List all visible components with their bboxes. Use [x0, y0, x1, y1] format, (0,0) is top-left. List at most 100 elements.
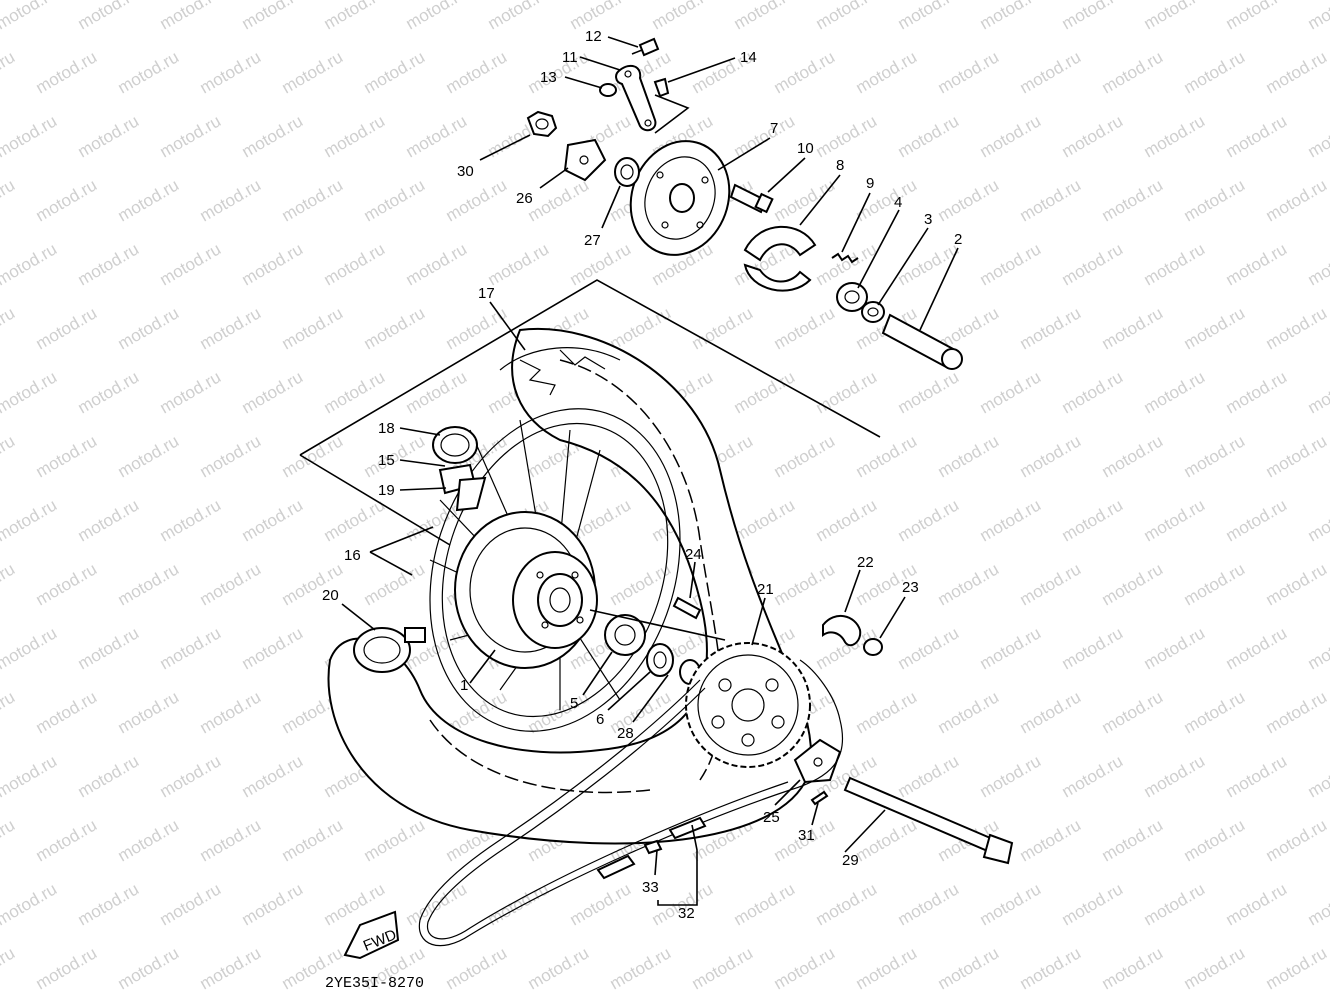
- rim-band: [432, 426, 487, 512]
- watermark-text: motod.ru: [321, 0, 389, 33]
- callout-26: 26: [516, 190, 533, 207]
- watermark-text: motod.ru: [731, 0, 799, 33]
- callout-30: 30: [457, 163, 474, 180]
- callout-5: 5: [570, 695, 578, 712]
- watermark-text: motod.ru: [0, 47, 18, 97]
- watermark-text: motod.ru: [731, 879, 799, 929]
- watermark-text: motod.ru: [1141, 0, 1209, 33]
- watermark-text: motod.ru: [1223, 367, 1291, 417]
- watermark-text: motod.ru: [443, 47, 511, 97]
- watermark-text: motod.ru: [157, 367, 225, 417]
- watermark-text: motod.ru: [1059, 623, 1127, 673]
- watermark-text: motod.ru: [239, 495, 307, 545]
- watermark-text: motod.ru: [0, 687, 18, 737]
- watermark-text: motod.ru: [115, 559, 183, 609]
- watermark-text: motod.ru: [1141, 495, 1209, 545]
- watermark-text: motod.ru: [1305, 623, 1330, 673]
- watermark-text: motod.ru: [1141, 239, 1209, 289]
- watermark-text: motod.ru: [1059, 879, 1127, 929]
- cotter-pin: [810, 790, 829, 806]
- driven-sprocket: [685, 642, 811, 768]
- watermark-text: motod.ru: [157, 879, 225, 929]
- watermark-text: motod.ru: [239, 751, 307, 801]
- watermark-text: motod.ru: [1099, 303, 1167, 353]
- diagram-code: 2YE35I-8270: [325, 975, 424, 992]
- watermark-text: motod.ru: [853, 431, 921, 481]
- callout-27: 27: [584, 232, 601, 249]
- wheel-axle: [843, 776, 1014, 865]
- watermark-text: motod.ru: [33, 47, 101, 97]
- watermark-text: motod.ru: [75, 239, 143, 289]
- watermark-text: motod.ru: [1305, 751, 1330, 801]
- watermark-text: motod.ru: [1263, 303, 1330, 353]
- watermark-text: motod.ru: [567, 879, 635, 929]
- watermark-text: motod.ru: [75, 367, 143, 417]
- watermark-text: motod.ru: [239, 111, 307, 161]
- callout-11: 11: [562, 49, 578, 66]
- callout-12: 12: [585, 28, 602, 45]
- watermark-text: motod.ru: [0, 431, 18, 481]
- watermark-text: motod.ru: [977, 0, 1045, 33]
- lever-nut: [599, 83, 617, 97]
- watermark-text: motod.ru: [1305, 111, 1330, 161]
- watermark-text: motod.ru: [1099, 815, 1167, 865]
- watermark-text: motod.ru: [115, 303, 183, 353]
- watermark-text: motod.ru: [935, 559, 1003, 609]
- watermark-text: motod.ru: [279, 303, 347, 353]
- watermark-text: motod.ru: [1181, 943, 1249, 993]
- watermark-text: motod.ru: [1141, 111, 1209, 161]
- watermark-text: motod.ru: [1223, 111, 1291, 161]
- watermark-text: motod.ru: [1223, 0, 1291, 33]
- watermark-text: motod.ru: [157, 0, 225, 33]
- watermark-text: motod.ru: [115, 687, 183, 737]
- watermark-text: motod.ru: [197, 687, 265, 737]
- watermark-text: motod.ru: [443, 303, 511, 353]
- watermark-text: motod.ru: [1305, 0, 1330, 33]
- watermark-text: motod.ru: [1059, 0, 1127, 33]
- watermark-text: motod.ru: [239, 879, 307, 929]
- lever-bolt: [631, 37, 660, 57]
- watermark-text: motod.ru: [1141, 367, 1209, 417]
- watermark-text: motod.ru: [1017, 47, 1085, 97]
- chain-puller-left: [563, 138, 607, 182]
- watermark-text: motod.ru: [1099, 431, 1167, 481]
- watermark-text: motod.ru: [1305, 879, 1330, 929]
- watermark-text: motod.ru: [1263, 815, 1330, 865]
- callout-1: 1: [460, 677, 468, 694]
- watermark-text: motod.ru: [0, 751, 60, 801]
- watermark-text: motod.ru: [279, 175, 347, 225]
- watermark-text: motod.ru: [1141, 751, 1209, 801]
- watermark-text: motod.ru: [1263, 431, 1330, 481]
- watermark-text: motod.ru: [771, 943, 839, 993]
- watermark-text: motod.ru: [197, 303, 265, 353]
- watermark-text: motod.ru: [853, 47, 921, 97]
- watermark-text: motod.ru: [1099, 943, 1167, 993]
- watermark-text: motod.ru: [1017, 687, 1085, 737]
- watermark-text: motod.ru: [895, 495, 963, 545]
- watermark-text: motod.ru: [1181, 559, 1249, 609]
- callout-3: 3: [924, 211, 932, 228]
- watermark-text: motod.ru: [1263, 47, 1330, 97]
- watermark-text: motod.ru: [0, 815, 18, 865]
- watermark-text: motod.ru: [1263, 559, 1330, 609]
- watermark-text: motod.ru: [977, 623, 1045, 673]
- watermark-text: motod.ru: [977, 495, 1045, 545]
- watermark-text: motod.ru: [895, 0, 963, 33]
- watermark-text: motod.ru: [75, 495, 143, 545]
- callout-21: 21: [757, 581, 774, 598]
- self-locking-nut: [863, 638, 883, 656]
- watermark-text: motod.ru: [321, 111, 389, 161]
- watermark-text: motod.ru: [1263, 175, 1330, 225]
- watermark-text: motod.ru: [403, 239, 471, 289]
- watermark-text: motod.ru: [115, 815, 183, 865]
- watermark-text: motod.ru: [75, 879, 143, 929]
- watermark-text: motod.ru: [0, 879, 60, 929]
- watermark-text: motod.ru: [771, 47, 839, 97]
- callout-2: 2: [954, 231, 962, 248]
- watermark-text: motod.ru: [0, 239, 60, 289]
- tire-valve: [353, 627, 426, 673]
- watermark-text: motod.ru: [0, 367, 60, 417]
- watermark-text: motod.ru: [813, 111, 881, 161]
- watermark-text: motod.ru: [115, 431, 183, 481]
